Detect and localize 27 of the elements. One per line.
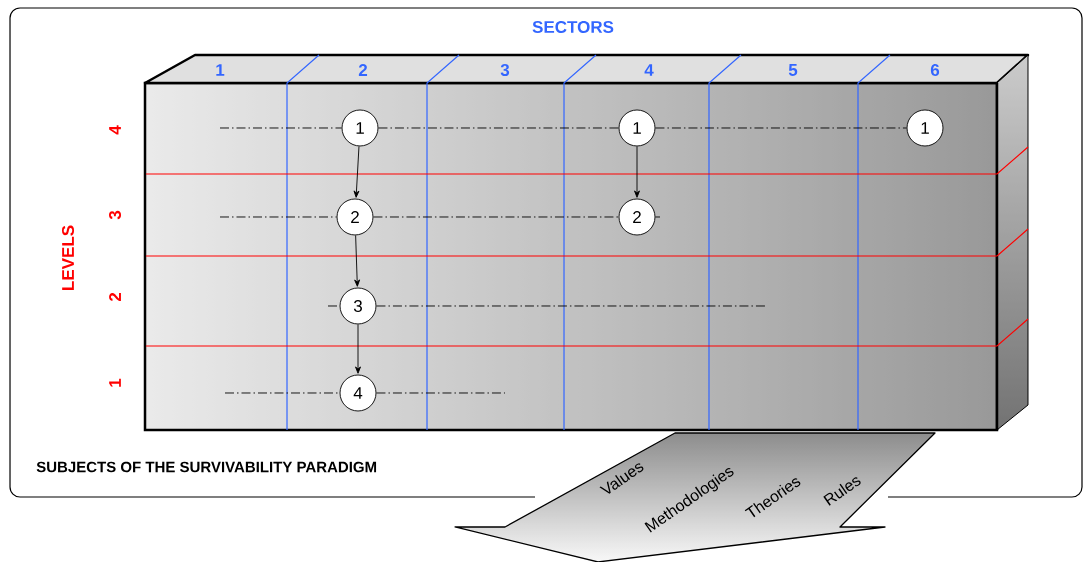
arrow — [353, 145, 360, 198]
title: SUBJECTS OF THE SURVIVABILITY PARADIGM — [36, 461, 377, 473]
dash-dot-line — [219, 127, 342, 129]
dash-dot-line — [376, 392, 506, 394]
dash-dot-line — [378, 127, 619, 129]
dash-dot-line — [655, 216, 661, 218]
sector-label: 5 — [788, 64, 798, 76]
dash-dot-line — [219, 216, 337, 218]
dash-dot-line — [655, 127, 907, 129]
arrow — [354, 235, 361, 287]
sector-label: 6 — [930, 63, 940, 76]
arrow — [634, 146, 640, 198]
level-label: 1 — [109, 378, 121, 387]
sector-label: 3 — [500, 63, 510, 76]
sector-label: 2 — [358, 64, 368, 76]
level-label: 3 — [109, 210, 122, 220]
axis-title: LEVELS — [62, 225, 75, 290]
sector-label: 1 — [216, 64, 225, 76]
dash-dot-line — [373, 216, 619, 218]
arrow — [355, 324, 361, 374]
dash-dot-line — [327, 305, 340, 307]
level-label: 4 — [109, 125, 121, 135]
axis-title: SECTORS — [532, 20, 614, 33]
level-label: 2 — [109, 292, 121, 302]
dash-dot-line — [376, 305, 766, 307]
sector-label: 4 — [644, 64, 654, 76]
dash-dot-line — [224, 392, 340, 394]
